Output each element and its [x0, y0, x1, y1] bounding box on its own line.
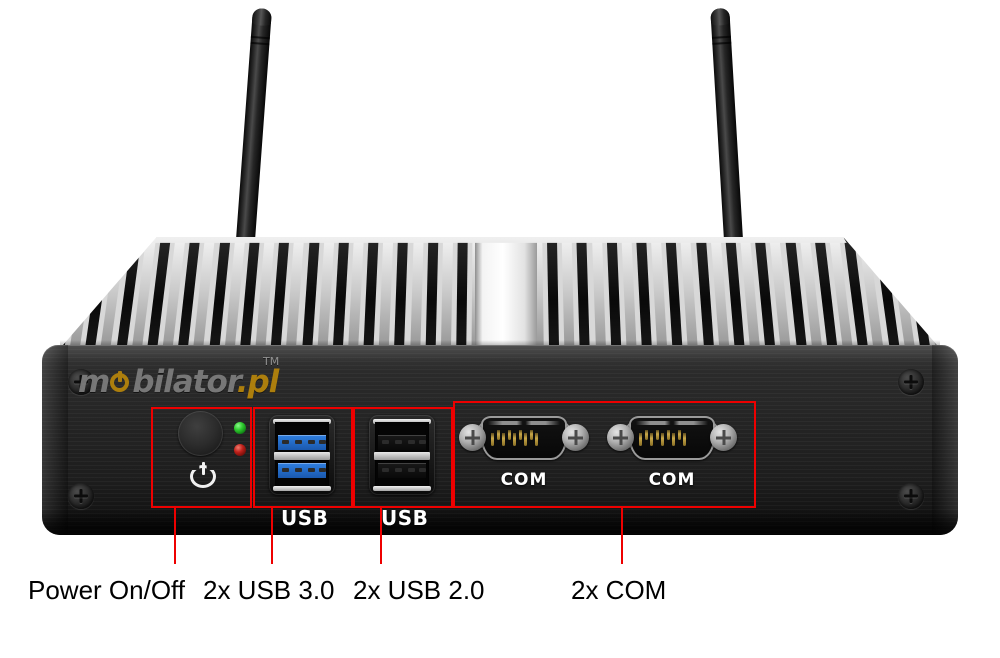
heatsink-fin	[561, 236, 575, 349]
callout-box-com	[453, 401, 756, 508]
heatsink-fin	[546, 236, 560, 349]
heatsink-fin	[378, 236, 394, 349]
heatsink-top-edge	[153, 236, 847, 243]
logo-letter-m: m	[78, 364, 110, 400]
logo-power-o-icon	[109, 371, 132, 395]
heatsink-fins	[60, 236, 940, 349]
callout-box-power	[151, 407, 252, 508]
antenna-left-ring-2	[250, 41, 270, 46]
led-green-power-indicator	[234, 422, 246, 434]
heatsink-fin	[635, 236, 653, 349]
heatsink-fin	[409, 236, 424, 349]
heatsink-fin	[316, 236, 335, 349]
heatsink-fin	[440, 236, 454, 349]
usb30-port-stack[interactable]	[269, 415, 335, 495]
heatsink-fin	[591, 236, 606, 349]
com-port-1-label: COM	[500, 470, 548, 490]
heatsink-fin	[332, 236, 350, 349]
callout-label-com: 2x COM	[571, 575, 667, 605]
com-port-2-pins	[639, 430, 701, 454]
leader-line-power	[174, 508, 176, 564]
com-port-1-screw-right	[562, 424, 589, 451]
usb30-tongue-lower	[278, 463, 326, 478]
chassis-right-bevel	[932, 345, 958, 535]
usb20-port-stack[interactable]	[369, 415, 435, 495]
usb20-port-lower[interactable]	[375, 460, 429, 491]
usb30-bottom-edge	[273, 486, 331, 491]
usb30-divider	[274, 452, 330, 460]
usb20-tongue-upper	[378, 435, 426, 450]
usb20-divider	[374, 452, 430, 460]
heatsink-fin	[363, 236, 380, 349]
usb20-port-label: USB	[381, 506, 429, 530]
usb30-port-lower[interactable]	[275, 460, 329, 491]
com-port-1-pins	[491, 430, 553, 454]
com-port-2-label: COM	[648, 470, 696, 490]
callout-box-usb30	[253, 407, 353, 508]
usb20-bottom-edge	[373, 486, 431, 491]
callout-label-power: Power On/Off	[28, 575, 186, 605]
heatsink-fin	[650, 236, 668, 349]
chassis-left-bevel	[42, 345, 68, 535]
heatsink-top	[60, 234, 940, 352]
heatsink-fin	[347, 236, 365, 349]
com-port-2-screw-right	[710, 424, 737, 451]
usb20-top-edge	[373, 419, 431, 424]
heatsink-fin	[605, 236, 622, 349]
usb30-tongue-upper	[278, 435, 326, 450]
heatsink-fin	[456, 236, 468, 349]
com-port-1-screw-left	[459, 424, 486, 451]
leader-line-usb30	[271, 508, 273, 564]
screw-top-right	[898, 369, 924, 395]
logo-text-rest: bilator	[132, 364, 237, 400]
heatsink-center-plate	[475, 236, 537, 349]
logo-suffix: .pl	[236, 364, 280, 400]
screw-bottom-right	[898, 483, 924, 509]
leader-line-com	[621, 508, 623, 564]
heatsink-fin	[425, 236, 439, 349]
power-button[interactable]	[178, 411, 223, 456]
heatsink-fin	[301, 236, 320, 349]
heatsink-fin	[620, 236, 637, 349]
callout-box-usb20	[353, 407, 453, 508]
com-port-2-screw-left	[607, 424, 634, 451]
antenna-right-ring-1	[711, 35, 732, 39]
usb30-port-label: USB	[281, 506, 329, 530]
heatsink-fin	[576, 236, 591, 349]
usb30-port-upper[interactable]	[275, 422, 329, 453]
led-red-hdd-indicator	[234, 444, 246, 456]
com-port-2[interactable]: COM	[607, 412, 737, 490]
usb30-top-edge	[273, 419, 331, 424]
antenna-right-ring-2	[712, 41, 732, 45]
power-symbol-icon	[190, 462, 216, 488]
logo-trademark: TM	[263, 355, 280, 368]
leader-line-usb20	[380, 508, 382, 564]
antenna-left-ring-1	[250, 35, 270, 40]
callout-label-usb20: 2x USB 2.0	[353, 575, 485, 605]
antenna-right	[710, 7, 743, 241]
usb20-port-upper[interactable]	[375, 422, 429, 453]
screw-bottom-left	[68, 483, 94, 509]
com-port-1[interactable]: COM	[459, 412, 589, 490]
callout-label-usb30: 2x USB 3.0	[203, 575, 335, 605]
antenna-left	[236, 7, 272, 241]
screw-top-left	[68, 369, 94, 395]
usb20-tongue-lower	[378, 463, 426, 478]
heatsink-fin	[394, 236, 409, 349]
